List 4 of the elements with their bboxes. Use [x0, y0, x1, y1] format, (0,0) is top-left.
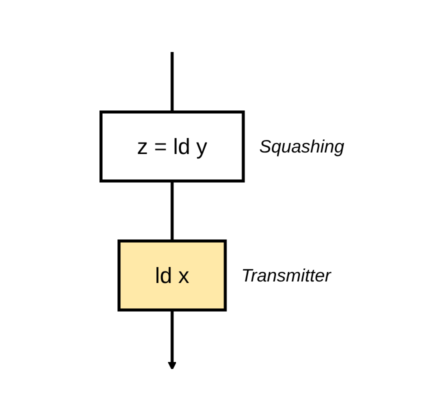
- side-caption: Transmitter: [241, 265, 331, 285]
- side-caption: Squashing: [259, 136, 344, 156]
- process-box: ld x: [118, 239, 227, 311]
- process-box: z = ld y: [100, 110, 245, 182]
